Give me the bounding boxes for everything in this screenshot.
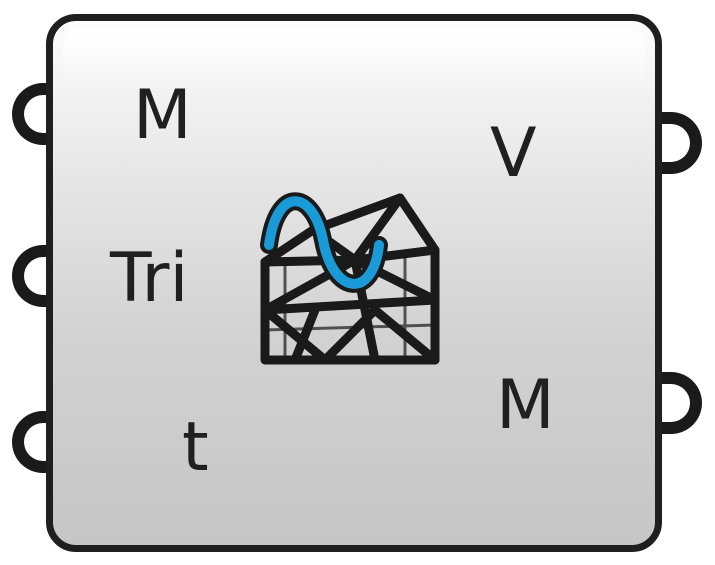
- input-label-m: M: [133, 76, 192, 155]
- input-label-tri: Tri: [110, 239, 189, 318]
- output-grip-m[interactable]: [662, 372, 702, 434]
- surface-wave-mesh-icon: [260, 192, 440, 365]
- output-label-v: V: [490, 114, 537, 193]
- output-label-m: M: [496, 366, 555, 445]
- input-label-t: t: [182, 408, 209, 487]
- output-grip-v[interactable]: [662, 112, 702, 174]
